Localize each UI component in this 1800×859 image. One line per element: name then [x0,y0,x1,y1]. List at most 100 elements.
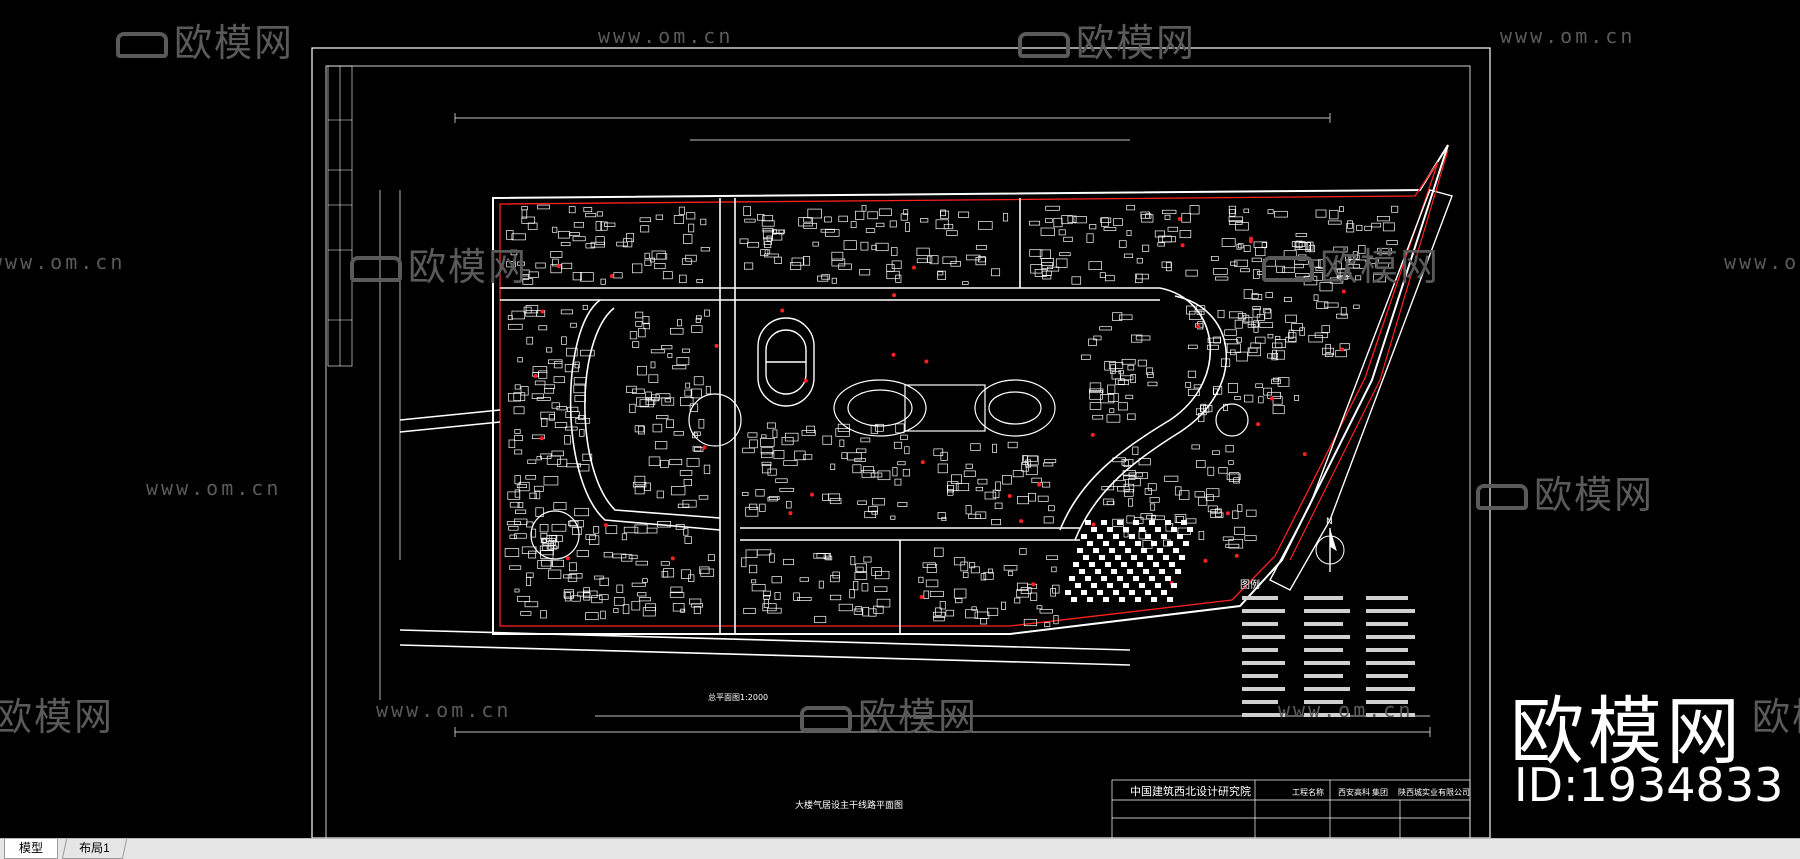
plaza-tile [1073,562,1079,567]
building-footprint [1196,310,1205,315]
building-footprint [691,325,703,333]
building-footprint [585,534,596,540]
building-footprint [628,554,638,560]
building-footprint [905,222,910,232]
building-footprint [540,610,547,619]
building-footprint [860,241,869,251]
tab-layout1[interactable]: 布局1 [61,839,127,859]
building-footprint [1108,362,1124,369]
building-footprint [521,546,537,554]
building-footprint [793,592,800,601]
building-footprint [632,481,647,488]
building-footprint [1128,478,1141,487]
plaza-tile [1177,534,1183,539]
building-footprint [560,309,573,315]
building-footprint [1314,332,1329,338]
building-footprint [895,423,905,434]
building-footprint [1161,261,1172,268]
building-footprint [623,526,639,534]
building-footprint [748,564,758,574]
building-footprint [554,422,568,428]
building-footprint [1130,374,1136,384]
building-footprint [567,406,579,412]
building-footprint [1187,370,1197,378]
brand-watermark-name: 欧模网 [1510,689,1744,775]
building-footprint [551,450,564,457]
building-footprint [1364,225,1372,231]
plan-title: 大楼气居设主干线路平面图 [795,799,903,811]
building-footprint [536,397,551,401]
sofa-icon [116,32,168,58]
building-footprint [946,230,958,236]
building-footprint [863,466,874,474]
plaza-tile [1133,520,1139,525]
building-footprint [830,575,840,583]
project-row-4: 陕西城实业有限公司 [1398,787,1470,797]
building-footprint [850,556,856,566]
building-footprint [773,229,786,234]
building-footprint [563,591,575,598]
building-footprint [1197,413,1205,423]
building-footprint [751,579,757,584]
red-marker [891,352,896,357]
building-footprint [875,423,884,432]
legend-entry [1242,687,1285,691]
building-footprint [900,213,908,221]
building-footprint [1045,205,1060,211]
building-footprint [522,278,534,285]
building-footprint [564,426,578,431]
building-footprint [1291,241,1306,247]
building-footprint [1041,257,1054,266]
building-footprint [762,227,774,233]
building-footprint [1089,382,1102,392]
building-footprint [527,222,538,230]
plaza-tile [1139,527,1145,532]
tab-model[interactable]: 模型 [4,839,59,859]
cad-model-viewport[interactable]: 中国建筑西北设计研究院 工程名称 西安高科 集团 陕西城实业有限公司 大楼气居设… [0,0,1800,838]
plaza-tile [1155,583,1161,588]
building-footprint [1373,274,1387,283]
red-marker [1234,553,1239,558]
building-footprint [760,438,775,447]
building-footprint [873,586,888,592]
building-footprint [1179,490,1190,500]
building-footprint [977,256,986,263]
building-footprint [550,264,562,274]
building-footprint [1229,311,1243,319]
plaza-tile [1161,534,1167,539]
plaza-tile [1149,520,1155,525]
building-footprint [537,560,552,569]
building-footprint [761,220,775,227]
building-footprint [1118,240,1127,248]
building-footprint [863,556,872,563]
legend-entry [1242,622,1278,626]
plaza-tile [1105,562,1111,567]
building-footprint [651,250,666,260]
building-footprint [599,577,609,586]
building-footprint [1088,338,1097,346]
building-footprint [968,513,981,519]
building-footprint [1103,498,1114,506]
building-footprint [1277,377,1290,387]
building-footprint [767,496,778,502]
legend-entry [1242,596,1278,600]
plaza-tile [1163,555,1169,560]
building-footprint [573,377,587,385]
building-footprint [1071,276,1082,285]
red-marker [1341,289,1346,294]
building-footprint [1045,218,1053,223]
building-footprint [971,606,977,611]
legend-entry [1304,700,1343,704]
building-footprint [635,560,648,566]
building-footprint [527,459,537,464]
building-footprint [857,500,867,505]
building-footprint [1081,354,1091,360]
building-footprint [1228,538,1244,549]
stadium-track [757,317,815,407]
building-footprint [1044,622,1051,628]
building-footprint [1149,497,1160,503]
building-footprint [568,520,579,526]
building-footprint [1117,402,1128,411]
building-footprint [557,458,568,468]
building-footprint [553,502,567,511]
